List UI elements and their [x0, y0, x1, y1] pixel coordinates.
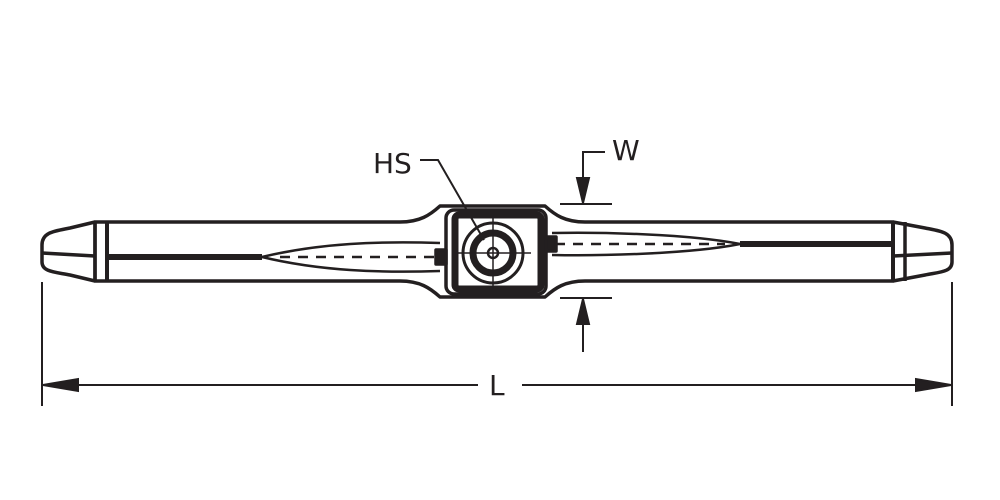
- w-label: W: [612, 134, 640, 167]
- l-arrow-right: [915, 377, 952, 393]
- right-end-cap: [892, 220, 954, 283]
- hs-label: HS: [373, 147, 412, 180]
- w-arrow-down: [575, 177, 591, 204]
- w-arrow-up: [575, 298, 591, 325]
- hs-leader-line: [420, 159, 485, 241]
- l-arrow-left: [42, 377, 79, 393]
- left-end-cap: [40, 220, 96, 283]
- l-label: L: [489, 369, 505, 402]
